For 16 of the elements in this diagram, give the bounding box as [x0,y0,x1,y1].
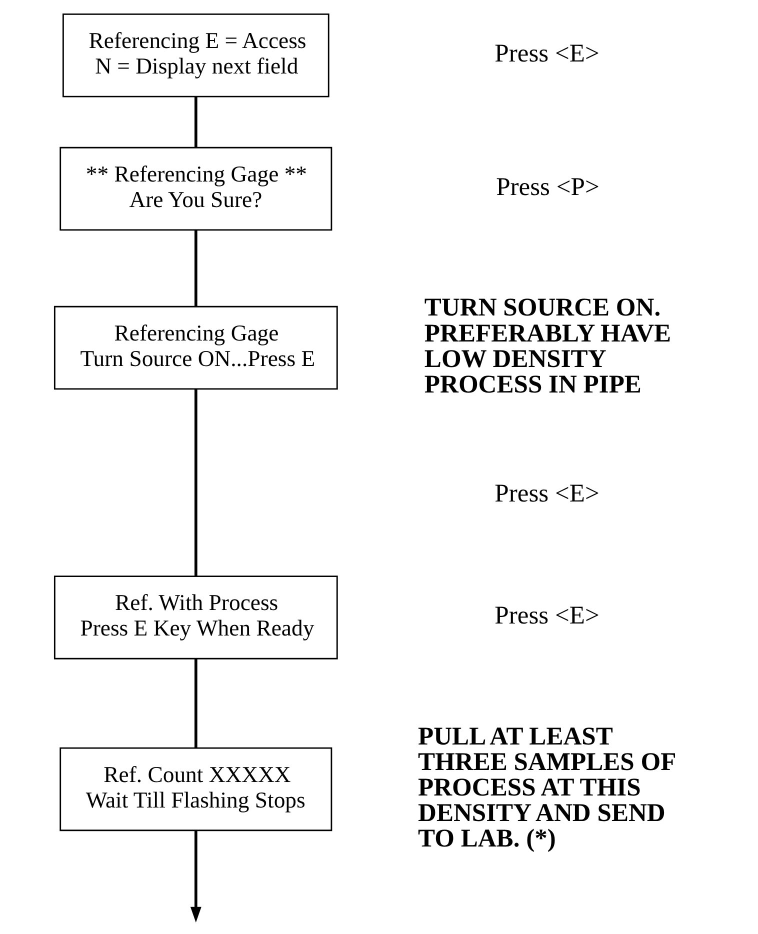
connector [194,96,198,148]
label: Press <E> [494,600,600,630]
connector [194,389,198,576]
label: Press <P> [496,172,600,202]
connector [194,658,198,748]
label: PULL AT LEAST THREE SAMPLES OF PROCESS AT THIS DENSITY AND SEND TO LAB. (*) [418,721,676,853]
node-box: Referencing E = Access N = Display next field [62,14,330,98]
label: TURN SOURCE ON. PREFERABLY HAVE LOW DENSITY PROCESS IN PIPE [424,292,672,398]
label: Press <E> [494,478,600,508]
label: Press <E> [494,38,600,68]
connector [194,230,198,306]
arrow [190,831,202,923]
node-box: Ref. Count XXXXX Wait Till Flashing Stops [60,747,332,832]
node-box: ** Referencing Gage ** Are You Sure? [60,146,332,231]
node-box: Referencing Gage Turn Source ON...Press E [54,306,338,390]
node-box: Ref. With Process Press E Key When Ready [54,576,338,660]
